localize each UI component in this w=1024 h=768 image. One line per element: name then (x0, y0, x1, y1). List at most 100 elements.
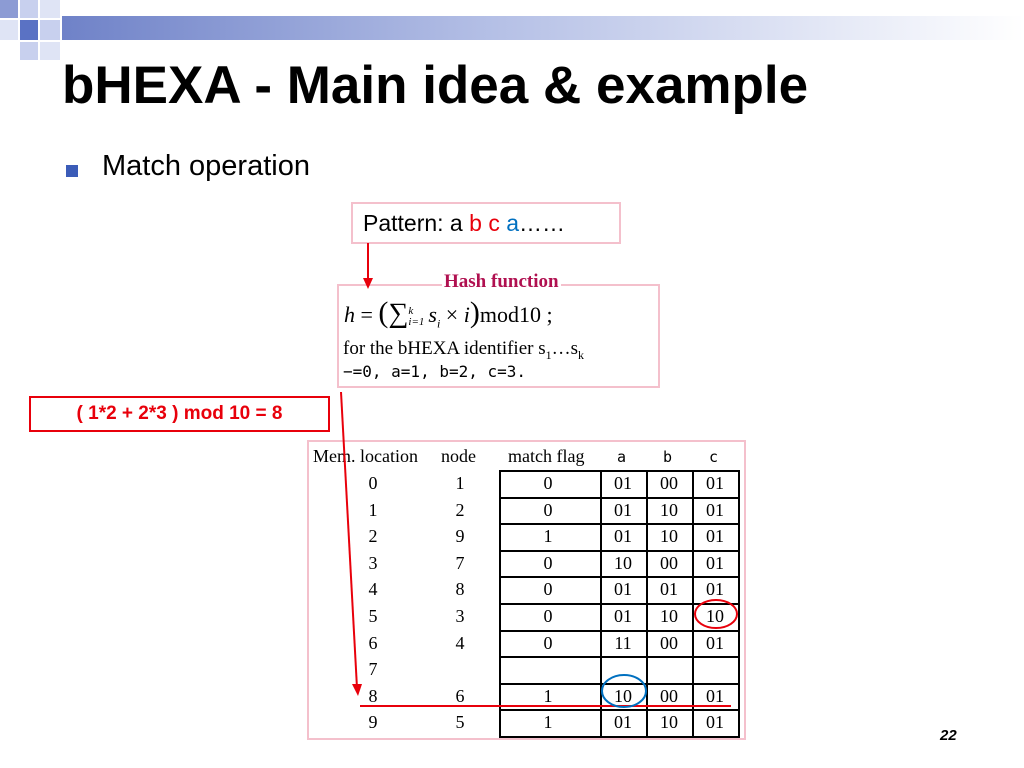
table-cell-r1-c3: 01 (614, 499, 632, 520)
memory-table-frame (307, 440, 746, 740)
grid-hline-8 (499, 682, 740, 685)
table-cell-r4-c0: 4 (368, 579, 378, 600)
formula-mod: mod10 (479, 302, 541, 327)
corner-square-4 (0, 20, 18, 40)
table-cell-r2-c5: 01 (706, 526, 724, 547)
grid-hline-3 (499, 549, 740, 552)
grid-hline-2 (499, 523, 740, 526)
table-cell-r9-c5: 01 (706, 712, 724, 733)
grid-hline-9 (499, 709, 740, 712)
arrow-head-row (352, 684, 362, 696)
pattern-c: c (488, 210, 500, 236)
table-cell-r6-c2: 0 (543, 632, 553, 653)
table-cell-r1-c0: 1 (368, 499, 378, 520)
table-cell-r1-c1: 2 (455, 499, 465, 520)
table-cell-r1-c2: 0 (543, 499, 553, 520)
pattern-a: a (506, 210, 519, 236)
table-cell-r3-c2: 0 (543, 552, 553, 573)
grid-hline-7 (499, 656, 740, 659)
formula-h: h (344, 302, 355, 327)
table-cell-r4-c5: 01 (706, 579, 724, 600)
table-cell-r3-c3: 10 (614, 552, 632, 573)
bullet-square-icon (66, 165, 78, 177)
table-cell-r4-c2: 0 (543, 579, 553, 600)
table-cell-r9-c3: 01 (614, 712, 632, 733)
highlight-circle-red (694, 599, 738, 629)
table-cell-r5-c5: 10 (706, 606, 724, 626)
table-cell-r9-c0: 9 (368, 712, 378, 733)
table-cell-r3-c0: 3 (368, 552, 378, 573)
table-cell-r2-c1: 9 (455, 526, 465, 547)
grid-hline-6 (499, 629, 740, 632)
table-cell-r6-c0: 6 (368, 632, 378, 653)
highlight-circle-blue (601, 674, 647, 708)
table-cell-r5-c0: 5 (368, 606, 378, 626)
pattern-prefix: Pattern: a (363, 210, 470, 236)
table-cell-r3-c4: 00 (660, 552, 678, 573)
table-cell-r3-c5: 01 (706, 552, 724, 573)
col-header-c: c (709, 448, 719, 466)
corner-square-8 (40, 42, 60, 60)
table-cell-r8-c3: 10 (614, 685, 632, 706)
table-cell-r0-c5: 01 (706, 473, 724, 493)
calculation-box: ( 1*2 + 2*3 ) mod 10 = 8 (29, 396, 330, 432)
formula-i: i (463, 302, 470, 327)
table-cell-r5-c4: 10 (660, 606, 678, 626)
pattern-b: b (469, 210, 482, 236)
grid-hline-1 (499, 496, 740, 499)
table-cell-r7-c0: 7 (368, 659, 378, 680)
col-header-a: a (617, 448, 627, 466)
table-cell-r0-c4: 00 (660, 473, 678, 493)
table-cell-r8-c2: 1 (543, 685, 553, 706)
corner-square-6 (40, 20, 60, 40)
table-cell-r2-c4: 10 (660, 526, 678, 547)
grid-hline-5 (499, 603, 740, 605)
table-cell-r6-c1: 4 (455, 632, 465, 653)
table-cell-r4-c3: 01 (614, 579, 632, 600)
pattern-suffix: …… (519, 210, 565, 236)
table-cell-r5-c2: 0 (543, 606, 553, 626)
table-cell-r6-c4: 00 (660, 632, 678, 653)
table-cell-r4-c1: 8 (455, 579, 465, 600)
col-header-b: b (663, 448, 673, 466)
table-cell-r8-c4: 00 (660, 685, 678, 706)
table-cell-r1-c5: 01 (706, 499, 724, 520)
bullet-text: Match operation (102, 150, 310, 182)
arrow-calc-to-row (340, 391, 358, 689)
table-cell-r8-c1: 6 (455, 685, 465, 706)
col-header-match-flag: match flag (508, 446, 585, 466)
table-cell-r9-c4: 10 (660, 712, 678, 733)
table-cell-r9-c1: 5 (455, 712, 465, 733)
corner-square-7 (20, 42, 38, 60)
hash-function-title: Hash function (442, 271, 561, 293)
slide-title: bHEXA - Main idea & example (62, 56, 809, 115)
corner-square-1 (0, 0, 18, 18)
formula-limit-top: k (408, 304, 414, 317)
formula-eq: = (360, 302, 373, 327)
header-gradient-bar (62, 16, 1024, 40)
table-cell-r2-c0: 2 (368, 526, 378, 547)
formula-times: × (445, 302, 459, 327)
arrow-head-hash (363, 278, 373, 289)
col-header-mem-location: Mem. location (313, 446, 418, 466)
formula-sub-i: i (436, 316, 441, 331)
formula-semicolon: ; (546, 302, 553, 327)
formula-sum: ∑ (388, 298, 409, 329)
table-cell-r2-c3: 01 (614, 526, 632, 547)
page-number: 22 (940, 727, 957, 744)
grid-hline-4 (499, 576, 740, 579)
formula-limit-bottom: i=1 (408, 315, 425, 328)
table-cell-r0-c2: 0 (543, 473, 553, 493)
table-cell-r1-c4: 10 (660, 499, 678, 520)
table-cell-r8-c0: 8 (368, 685, 378, 706)
hash-identifier-line: for the bHEXA identifier s1…sk (343, 338, 585, 362)
corner-square-3 (40, 0, 60, 18)
table-cell-r9-c2: 1 (543, 712, 553, 733)
table-cell-r8-c5: 01 (706, 685, 724, 706)
table-cell-r5-c1: 3 (455, 606, 465, 626)
corner-square-2 (20, 0, 38, 18)
table-cell-r6-c5: 01 (706, 632, 724, 653)
table-cell-r4-c4: 01 (660, 579, 678, 600)
